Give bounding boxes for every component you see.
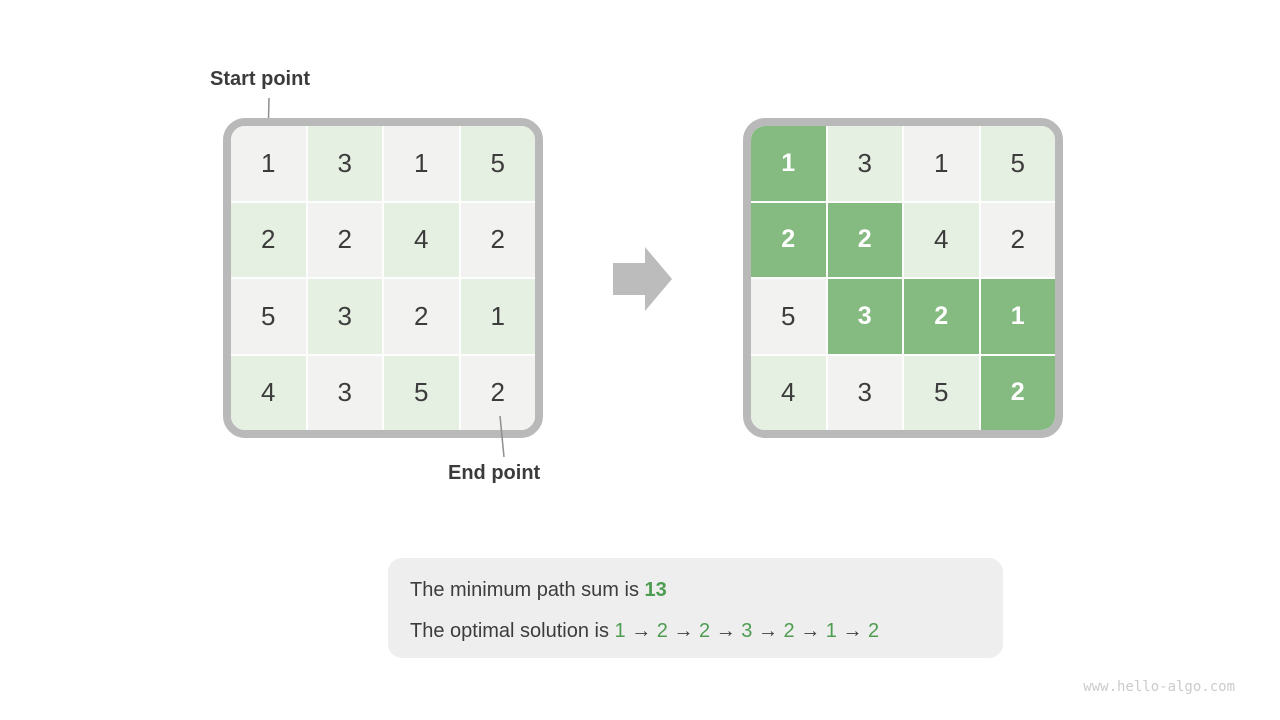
grid-cell-r3c1: 3 <box>307 355 382 430</box>
grid-cell-r0c1: 3 <box>307 126 382 201</box>
path-arrow-separator: → <box>752 620 784 642</box>
grid-cell-r1c1: 2 <box>307 202 382 277</box>
grid-cell-r1c0: 2 <box>231 202 306 277</box>
path-step-value: 1 <box>614 620 626 642</box>
path-arrow-separator: → <box>625 620 657 642</box>
path-step-value: 2 <box>783 620 795 642</box>
path-arrow-separator: → <box>836 620 869 642</box>
grid-cell-r3c2: 5 <box>384 355 459 430</box>
grid-cell-r1c2: 4 <box>384 202 459 277</box>
grid-cell-r1c1: 2 <box>827 202 902 277</box>
grid-cell-r3c1: 3 <box>827 355 902 430</box>
grid-cell-r1c3: 2 <box>980 202 1055 277</box>
grid-cell-r2c1: 3 <box>307 279 382 354</box>
grid-cell-r1c2: 4 <box>904 202 979 277</box>
start-point-label: Start point <box>210 68 310 90</box>
grid-cell-r2c2: 2 <box>384 279 459 354</box>
path-step-value: 2 <box>656 620 668 642</box>
grid-cell-r0c2: 1 <box>384 126 459 201</box>
grid-cell-r2c1: 3 <box>827 279 902 354</box>
grid-cell-r0c3: 5 <box>980 126 1055 201</box>
end-point-label: End point <box>448 462 541 484</box>
path-step-value: 3 <box>741 620 753 642</box>
path-arrow-separator: → <box>794 620 826 642</box>
end-point-connector-line <box>499 415 505 458</box>
grid-cell-r0c1: 3 <box>827 126 902 201</box>
grid-cell-r3c3: 2 <box>460 355 535 430</box>
min-path-sum-value: 13 <box>644 579 667 601</box>
grid-cell-r2c0: 5 <box>751 279 826 354</box>
min-path-sum-text: The minimum path sum is <box>410 579 645 601</box>
grid-cell-r3c0: 4 <box>231 355 306 430</box>
grid-cell-r0c3: 5 <box>460 126 535 201</box>
grid-cell-r2c3: 1 <box>980 279 1055 354</box>
result-summary-box: The minimum path sum is 13 The optimal s… <box>388 558 1003 658</box>
watermark-text: www.hello-algo.com <box>1083 679 1235 695</box>
min-path-sum-line: The minimum path sum is 13 <box>410 570 1003 611</box>
path-arrow-separator: → <box>667 620 700 642</box>
grid-cell-r2c0: 5 <box>231 279 306 354</box>
grid-cell-r2c3: 1 <box>460 279 535 354</box>
path-step-value: 2 <box>699 620 711 642</box>
path-arrow-separator: → <box>710 620 742 642</box>
optimal-solution-text: The optimal solution is <box>410 620 615 642</box>
grid-cell-r3c0: 4 <box>751 355 826 430</box>
grid-cell-r1c0: 2 <box>751 202 826 277</box>
grid-cell-r1c3: 2 <box>460 202 535 277</box>
path-step-value: 2 <box>868 620 880 642</box>
right-block-arrow-icon <box>613 247 672 311</box>
grid-cell-r0c2: 1 <box>904 126 979 201</box>
grid-cell-r0c0: 1 <box>751 126 826 201</box>
optimal-path-sequence: 1 → 2 → 2 → 3 → 2 → 1 → 2 <box>615 620 880 642</box>
path-step-value: 1 <box>825 620 837 642</box>
grid-cell-r3c2: 5 <box>904 355 979 430</box>
grid-cell-r0c0: 1 <box>231 126 306 201</box>
grid-cell-r2c2: 2 <box>904 279 979 354</box>
optimal-solution-line: The optimal solution is 1 → 2 → 2 → 3 → … <box>410 611 1003 652</box>
grid-cell-r3c3: 2 <box>980 355 1055 430</box>
